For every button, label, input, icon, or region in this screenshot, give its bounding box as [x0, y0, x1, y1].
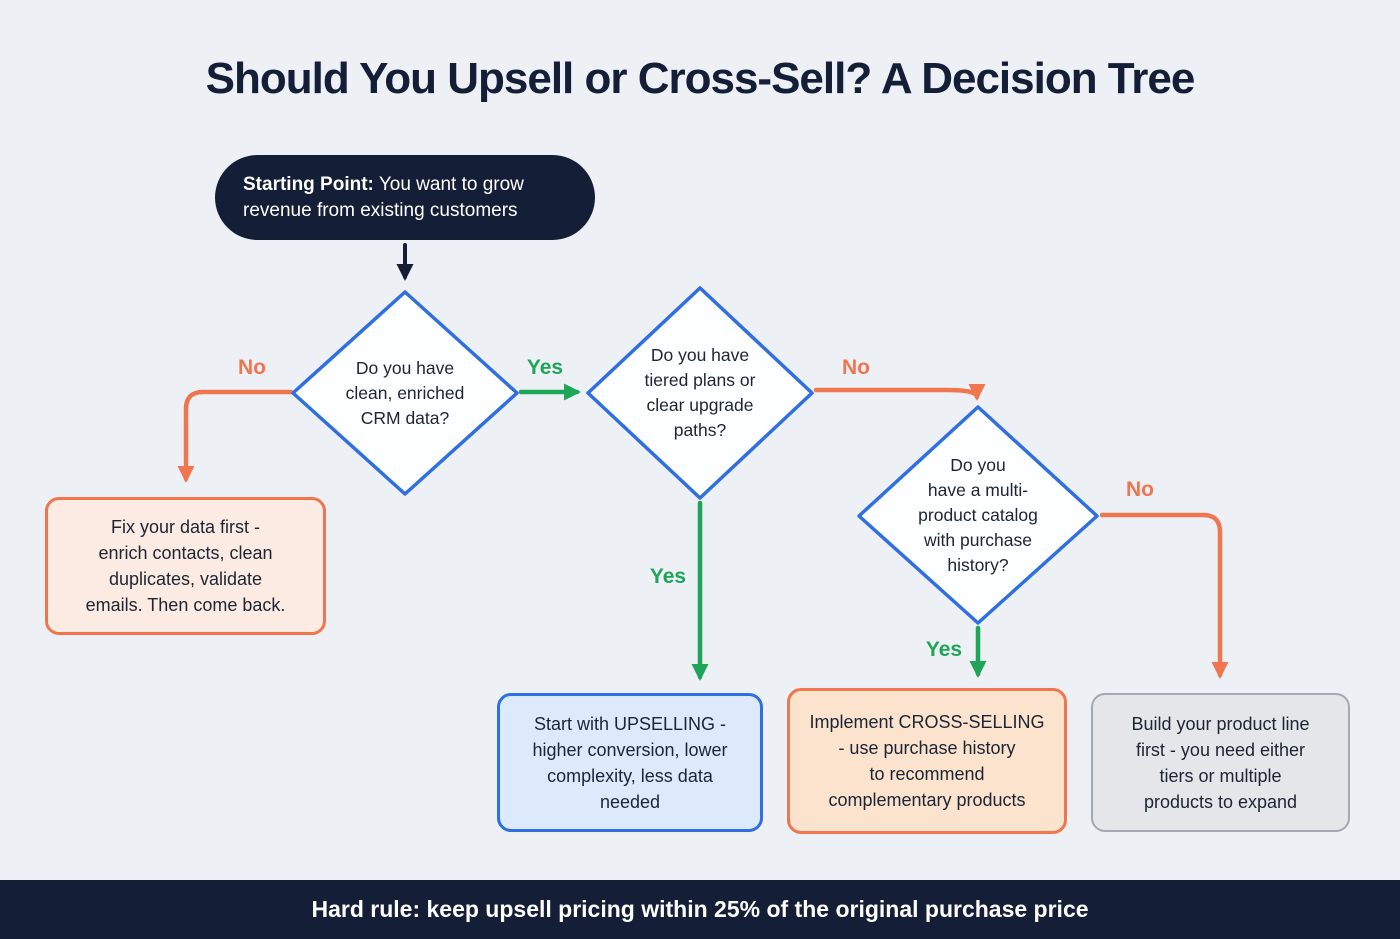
- decision-node-crm-data: Do you have clean, enriched CRM data?: [345, 357, 465, 428]
- decision-node-product-catalog: Do you have a multi- product catalog wit…: [918, 454, 1038, 575]
- starting-point-label-text: You want to grow revenue from existing c…: [243, 173, 524, 221]
- edge-label-catalog-yes: Yes: [925, 638, 963, 661]
- arrow-catalog-no: [1099, 512, 1229, 679]
- page-title: Should You Upsell or Cross-Sell? A Decis…: [205, 54, 1196, 103]
- edge-label-tiers-no: No: [842, 356, 870, 379]
- edge-label-catalog-no: No: [1126, 478, 1154, 501]
- hard-rule-text: Hard rule: keep upsell pricing within 25…: [311, 896, 1089, 922]
- starting-point-label-bold: Starting Point:: [243, 173, 374, 195]
- arrow-crm-no: [177, 389, 294, 483]
- decision-node-tiered-plans: Do you have tiered plans or clear upgrad…: [644, 345, 756, 440]
- outcome-box-upselling: Start with UPSELLING - higher conversion…: [497, 693, 763, 832]
- decision-diamond-crm-shape: [291, 290, 519, 496]
- outcome-box-fix-data: Fix your data first - enrich contacts, c…: [45, 497, 326, 635]
- starting-point-node: Starting Point: You want to grow revenue…: [215, 155, 595, 240]
- outcome-box-cross-selling: Implement CROSS-SELLING - use purchase h…: [787, 688, 1067, 834]
- edge-label-tiers-yes: Yes: [649, 565, 687, 588]
- arrow-tiers-no: [813, 383, 986, 401]
- edge-label-crm-no: No: [238, 356, 266, 379]
- decision-diamond-catalog-shape: [857, 405, 1099, 625]
- edge-label-crm-yes: Yes: [526, 356, 564, 379]
- decision-diamond-tiers-shape: [586, 286, 814, 500]
- outcome-box-build-product-line: Build your product line first - you need…: [1091, 693, 1350, 832]
- hard-rule-banner: Hard rule: keep upsell pricing within 25…: [0, 880, 1400, 939]
